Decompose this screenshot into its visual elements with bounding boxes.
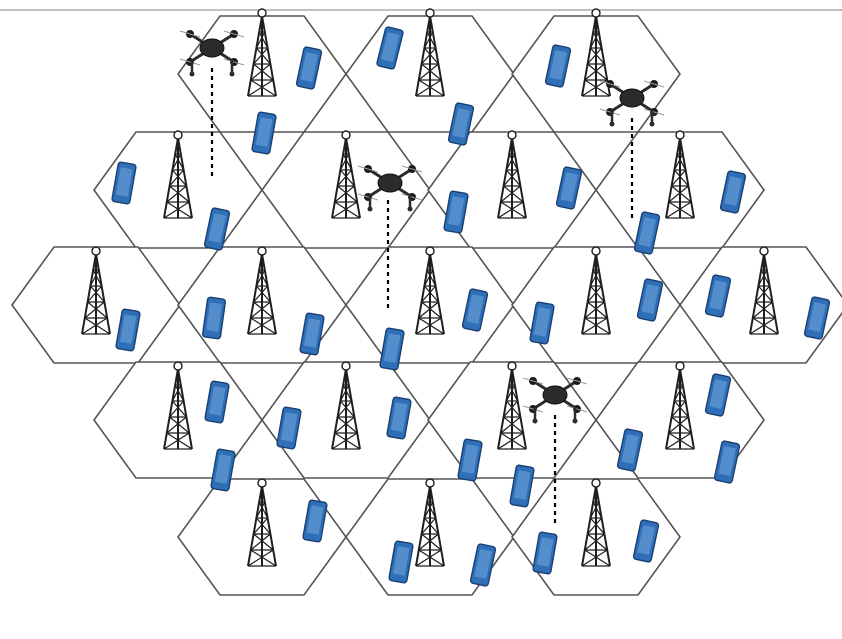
cell-towers (82, 9, 778, 566)
